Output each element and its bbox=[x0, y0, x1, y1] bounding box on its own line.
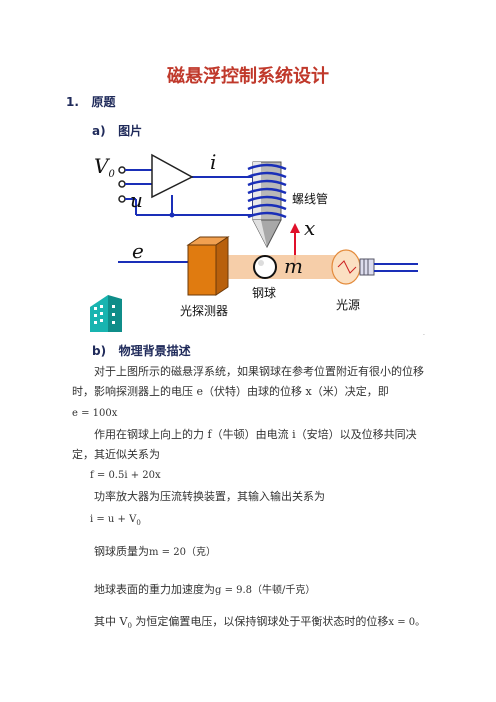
section-heading-1: 1. 原题 bbox=[66, 93, 115, 110]
corner-mark: . bbox=[423, 330, 425, 337]
light-bulb bbox=[331, 249, 418, 285]
m-label: m bbox=[284, 254, 303, 278]
subsection-number: b) bbox=[92, 344, 107, 358]
paragraph-2: 作用在钢球上向上的力 f（牛顿）由电流 i（安培）以及位移共同决定，其近似关系为 bbox=[72, 428, 417, 461]
equilibrium-value: x = 0。 bbox=[388, 617, 426, 628]
paragraph-mass: 钢球质量为m = 20（克） bbox=[94, 545, 216, 558]
light-source-label: 光源 bbox=[336, 298, 360, 312]
steel-ball bbox=[253, 255, 277, 279]
amplifier bbox=[151, 153, 194, 199]
v0-label: V0 bbox=[94, 154, 115, 180]
paragraph-1: 对于上图所示的磁悬浮系统，如果钢球在参考位置附近有很小的位移时，影响探测器上的电… bbox=[72, 365, 424, 398]
paragraph-bias: 其中 V0 为恒定偏置电压，以保持钢球处于平衡状态时的位移x = 0。 bbox=[94, 615, 426, 631]
section-label: 原题 bbox=[91, 95, 116, 109]
formula-i-sub: 0 bbox=[136, 519, 141, 527]
photo-detector bbox=[186, 236, 230, 296]
maglev-diagram: V0 u i 螺线管 x e m 钢球 光探测器 光源 bbox=[90, 150, 418, 332]
ball-label: 钢球 bbox=[252, 286, 276, 300]
paragraph-gravity: 地球表面的重力加速度为g = 9.8（牛顿/千克） bbox=[94, 583, 316, 596]
paragraph-3: 功率放大器为压流转换装置，其输入输出关系为 bbox=[94, 490, 325, 503]
subsection-heading-b: b) 物理背景描述 bbox=[92, 342, 191, 359]
subsection-heading-a: a) 图片 bbox=[92, 122, 142, 139]
solenoid bbox=[247, 161, 287, 249]
solenoid-label: 螺线管 bbox=[292, 191, 328, 206]
mass-value: m = 20（克） bbox=[149, 547, 216, 558]
subsection-label: 物理背景描述 bbox=[118, 344, 191, 358]
input-terminals bbox=[118, 166, 126, 203]
e-label: e bbox=[132, 239, 144, 263]
building-logo bbox=[90, 295, 122, 332]
formula-f: f = 0.5i + 20x bbox=[90, 470, 161, 481]
subsection-number: a) bbox=[92, 124, 106, 138]
section-number: 1. bbox=[66, 95, 79, 109]
i-label: i bbox=[210, 150, 216, 174]
gravity-value: g = 9.8（牛顿/千克） bbox=[215, 585, 316, 596]
page-title: 磁悬浮控制系统设计 bbox=[167, 66, 329, 87]
detector-label: 光探测器 bbox=[180, 304, 228, 318]
formula-e: e = 100x bbox=[72, 408, 118, 419]
junction-dot bbox=[169, 212, 175, 218]
formula-i: i = u + V0 bbox=[90, 514, 141, 527]
wires bbox=[125, 169, 254, 216]
formula-i-main: i = u + V bbox=[90, 514, 137, 525]
light-beam bbox=[216, 255, 351, 279]
x-label: x bbox=[304, 216, 315, 240]
subsection-label: 图片 bbox=[118, 124, 143, 138]
u-label: u bbox=[130, 188, 143, 212]
